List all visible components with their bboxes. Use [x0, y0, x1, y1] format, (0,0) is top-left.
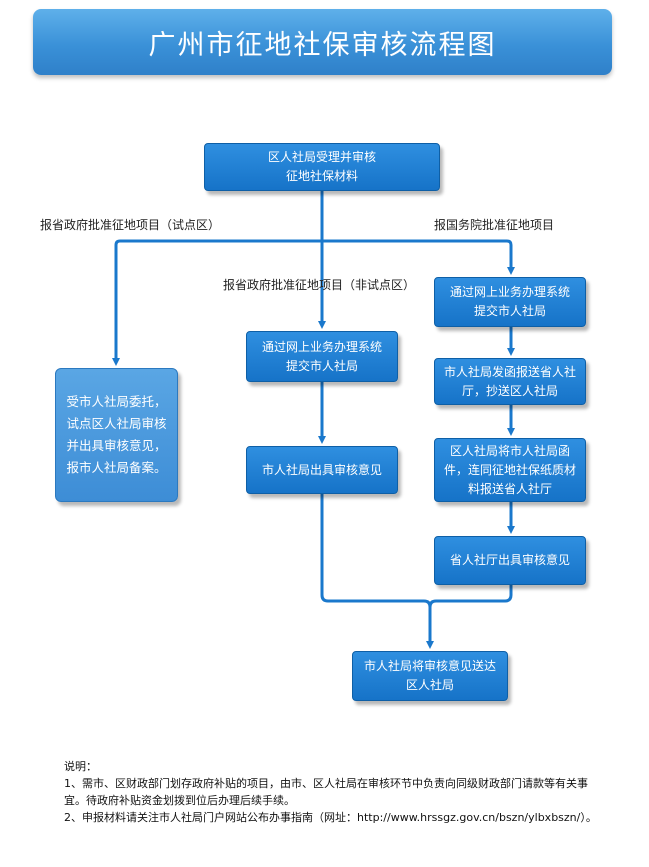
branch-label-state: 报国务院批准征地项目	[434, 218, 555, 232]
node-state-forward: 市人社局发函报送省人社厅，抄送区人社局	[434, 358, 586, 405]
branch-label-nonpilot: 报省政府批准征地项目（非试点区）	[223, 278, 416, 292]
page-title: 广州市征地社保审核流程图	[148, 29, 497, 61]
node-nonpilot-opinion: 市人社局出具审核意见	[246, 446, 398, 494]
connector-pilot	[112, 239, 322, 366]
notes-heading: 说明：	[64, 760, 97, 773]
connector-state	[322, 239, 515, 275]
branch-label-pilot: 报省政府批准征地项目（试点区）	[40, 218, 221, 232]
node-state-opinion: 省人社厅出具审核意见	[434, 536, 586, 585]
connector-nonpilot-final	[320, 494, 434, 649]
notes-item-2: 2、申报材料请关注市人社局门户网站公布办事指南（网址：http://www.hr…	[64, 811, 597, 824]
connector-state-final	[428, 585, 513, 608]
notes-section: 说明： 1、需市、区财政部门划存政府补贴的项目，由市、区人社局在审核环节中负责向…	[64, 758, 604, 826]
node-final: 市人社局将审核意见送达 区人社局	[352, 651, 508, 701]
node-pilot-result: 受市人社局委托，试点区人社局审核并出具审核意见，报市人社局备案。	[55, 368, 178, 502]
node-state-submit: 通过网上业务办理系统 提交市人社局	[434, 277, 586, 327]
node-nonpilot-submit: 通过网上业务办理系统 提交市人社局	[246, 331, 398, 382]
top-strip	[0, 0, 649, 4]
title-banner: 广州市征地社保审核流程图	[33, 9, 612, 75]
notes-item-1: 1、需市、区财政部门划存政府补贴的项目，由市、区人社局在审核环节中负责向同级财政…	[64, 777, 588, 807]
node-start: 区人社局受理并审核 征地社保材料	[204, 143, 440, 191]
node-state-paper: 区人社局将市人社局函件，连同征地社保纸质材料报送省人社厅	[434, 438, 586, 502]
